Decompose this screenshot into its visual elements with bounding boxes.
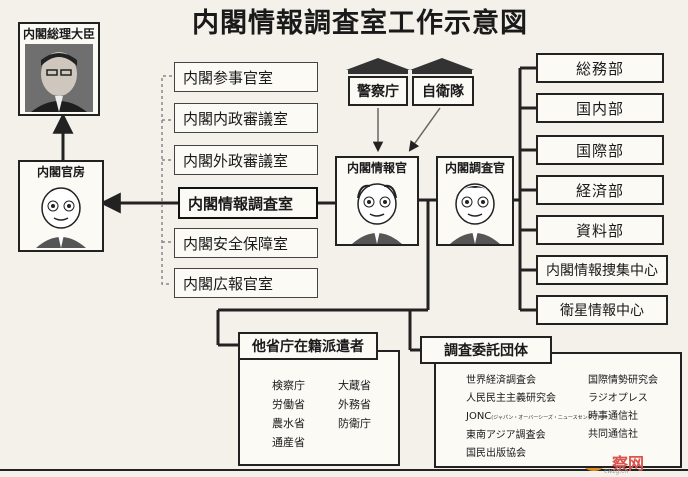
jonc-note: (ジャパン・オーバーシーズ・ニュースセンター) [491, 415, 600, 421]
watermark-text: 察网 [612, 454, 645, 473]
commissioned-item: 国際情勢研究会 [588, 375, 658, 386]
office-gaisei: 内閣外政審議室 [174, 145, 318, 175]
office-joho-chosa: 内閣情報調査室 [178, 187, 318, 219]
arrow-sdf [408, 107, 441, 152]
commissioned-item: 時事通信社 [588, 411, 638, 422]
seconded-col1: 検察庁 労働省 農水省 通産省 [272, 376, 332, 452]
dept-joho-soshu-center: 内閣情報捜集中心 [536, 255, 668, 285]
commissioned-header: 調査委託団体 [420, 336, 552, 364]
building-icon-sdf [410, 58, 474, 74]
agency-sdf: 自衛隊 [412, 76, 474, 106]
seconded-item: 防衛庁 [338, 417, 371, 430]
dept-keizai: 経済部 [536, 175, 664, 205]
commissioned-item: 東南アジア調査会 [466, 430, 546, 441]
seconded-item: 農水省 [272, 417, 305, 430]
agency-police: 警察庁 [348, 76, 408, 106]
seconded-item: 通産省 [272, 436, 305, 449]
office-koho: 内閣広報官室 [174, 268, 318, 298]
office-naisei: 内閣内政審議室 [174, 103, 318, 133]
commissioned-item: 世界経済調査会 [466, 375, 536, 386]
seconded-item: 大蔵省 [338, 379, 371, 392]
seconded-item: 検察庁 [272, 379, 305, 392]
commissioned-col2: 国際情勢研究会 ラジオプレス 時事通信社 共同通信社 [588, 372, 680, 444]
commissioned-frame [434, 352, 682, 468]
dept-eisei-center: 衛星情報中心 [536, 295, 668, 325]
investigator-label: 内閣調査官 [444, 161, 505, 175]
building-icon-police [346, 58, 410, 74]
seconded-frame [238, 350, 400, 466]
seconded-item: 外務省 [338, 398, 371, 411]
office-bracket [161, 75, 172, 285]
director-label: 内閣情報官 [346, 161, 407, 175]
portrait-icon [25, 44, 93, 112]
cabinet-secretariat-label: 内閣官房 [36, 165, 85, 179]
office-sanjikan: 内閣参事官室 [174, 62, 318, 92]
commissioned-item: 共同通信社 [588, 429, 638, 440]
watermark-url: cwzg.cn [604, 468, 629, 475]
seconded-header: 他省庁在籍派遣者 [238, 332, 378, 360]
seconded-col2: 大蔵省 外務省 防衛庁 [338, 376, 398, 433]
commissioned-col1: 世界経済調査会 人民民主主義研究会 JONC(ジャパン・オーバーシーズ・ニュース… [466, 372, 600, 463]
pm-photo [25, 44, 93, 112]
commissioned-item: 人民民主主義研究会 [466, 393, 556, 404]
dept-somu: 総務部 [536, 53, 664, 83]
dept-kokunai: 国内部 [536, 93, 664, 123]
director-cartoon-icon [352, 183, 402, 244]
pm-label: 内閣総理大臣 [22, 27, 95, 41]
official-cartoon-icon [36, 187, 86, 248]
page-title: 内閣情報調査室工作示意図 [192, 8, 528, 39]
office-anzen-hosho: 内閣安全保障室 [174, 228, 318, 258]
dept-shiryo: 資料部 [536, 215, 664, 245]
commissioned-item-jonc: JONC(ジャパン・オーバーシーズ・ニュースセンター) [466, 411, 600, 422]
seconded-item: 労働省 [272, 398, 305, 411]
commissioned-item: 国民出版協会 [466, 448, 526, 459]
commissioned-item: ラジオプレス [588, 393, 648, 404]
investigator-cartoon-icon [450, 183, 500, 244]
dept-kokusai: 国際部 [536, 135, 664, 165]
